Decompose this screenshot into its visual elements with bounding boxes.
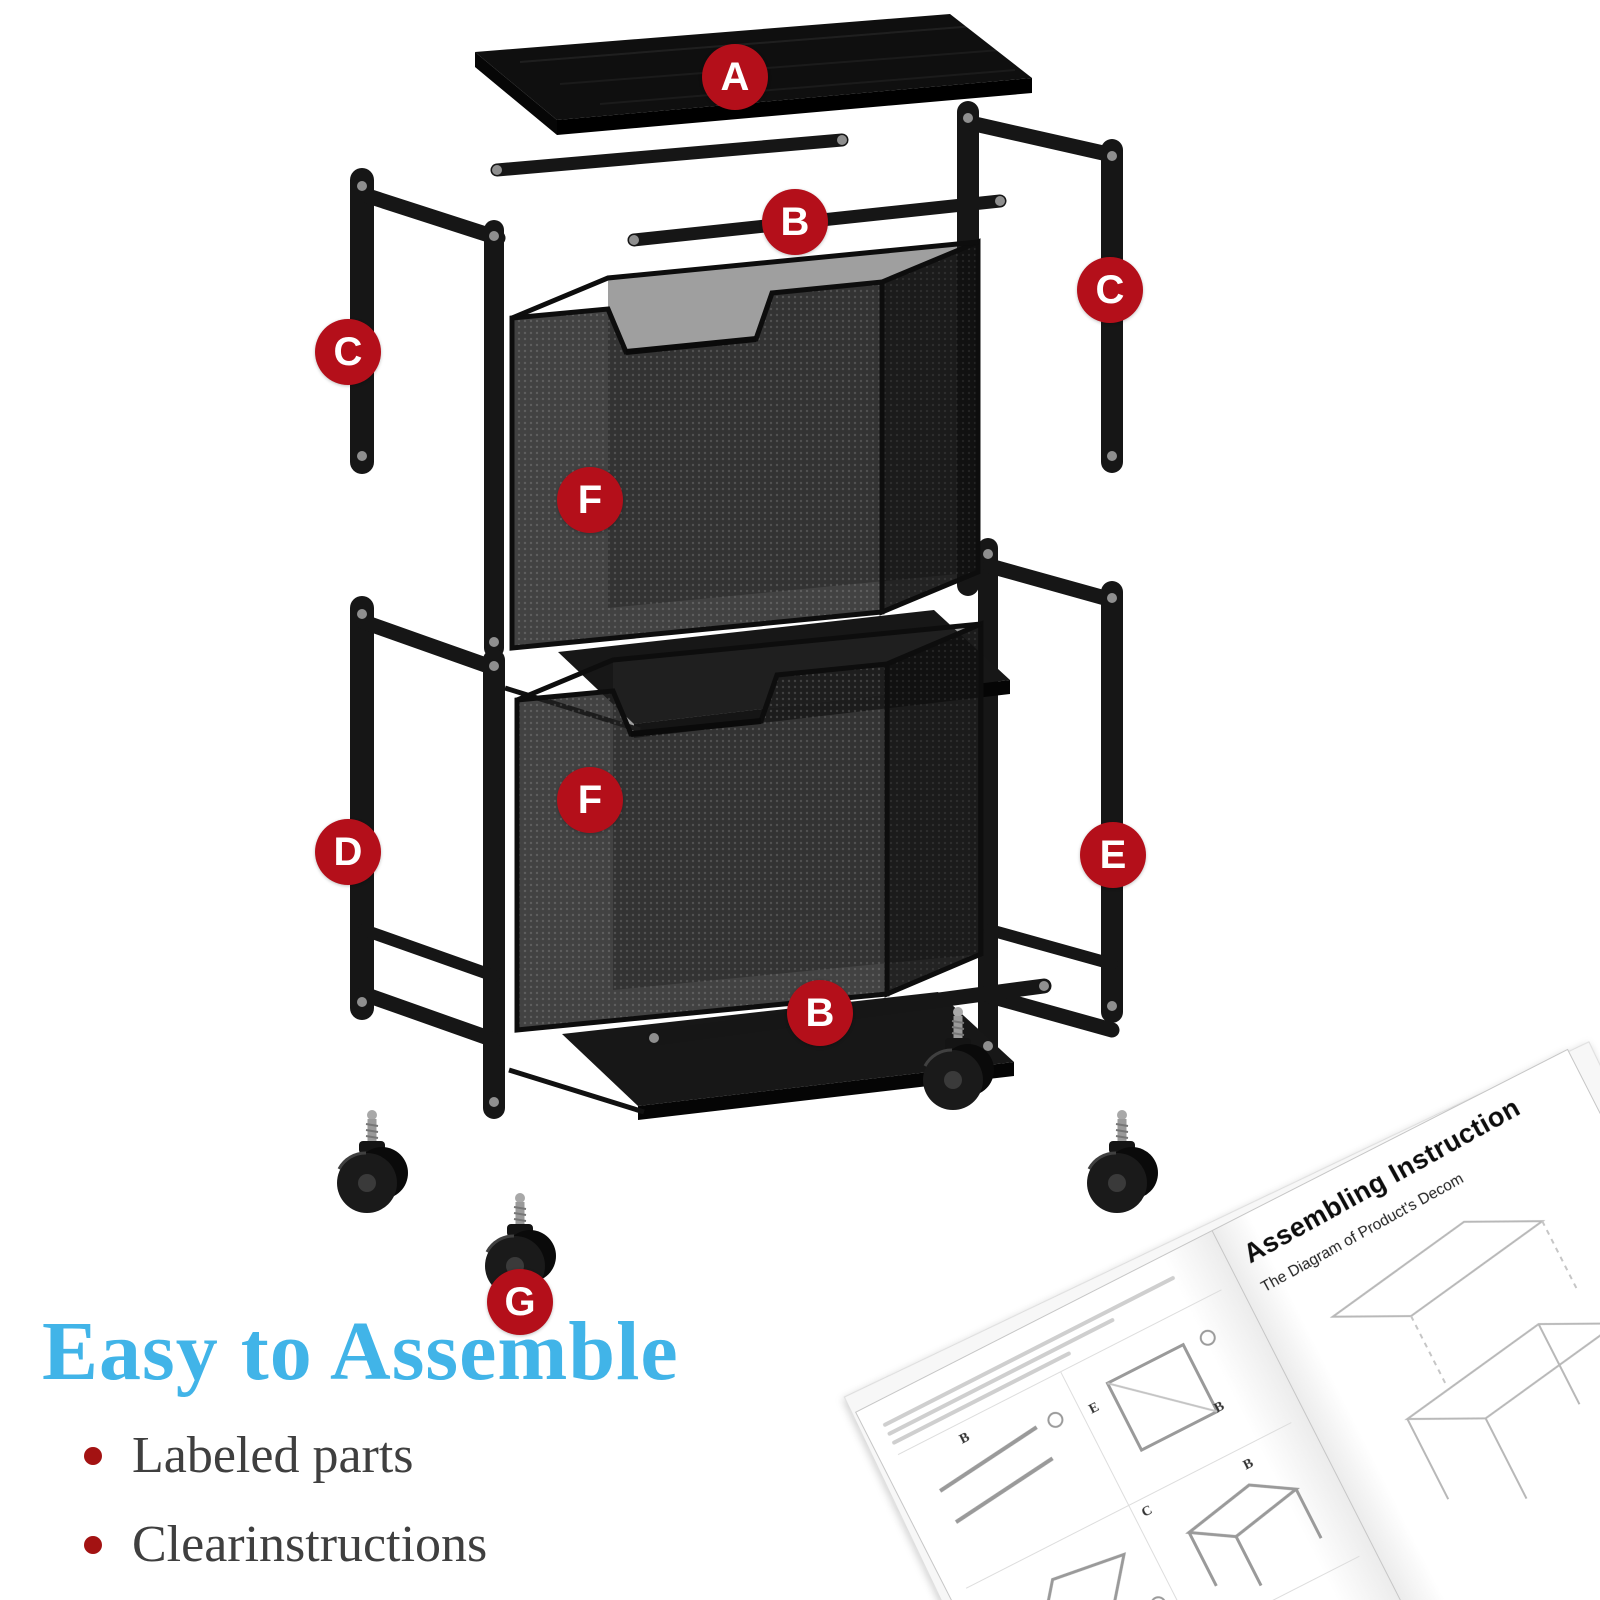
bullet-item: Clearinstructions (42, 1515, 679, 1574)
frame-part-c-right (957, 101, 1123, 596)
headline: Easy to Assemble (42, 1305, 679, 1398)
part-label-f-bottom: F (557, 767, 623, 833)
part-label-d: D (315, 819, 381, 885)
manual-steps: B E B D (897, 1289, 1360, 1600)
bullet-dot (84, 1535, 102, 1554)
part-label-e: E (1080, 822, 1146, 888)
screw-fittings (357, 113, 1117, 1107)
crossbar-b-upper (490, 133, 849, 177)
shelf-panel-bottom (508, 992, 1014, 1120)
caster-wheel-3 (1087, 1110, 1158, 1213)
manual-right-page: Assembling Instruction The Diagram of Pr… (1211, 1048, 1600, 1600)
frame-part-d (350, 596, 505, 1119)
frame-part-c-left (350, 168, 506, 658)
manual-left-page: B E B D (855, 1230, 1502, 1600)
caption-block: Easy to Assemble Labeled parts Clearinst… (42, 1305, 679, 1574)
bullet-item: Labeled parts (42, 1426, 679, 1485)
instruction-manual: B E B D (855, 1048, 1600, 1600)
bullet-dot (84, 1446, 102, 1465)
bullet-text: Clearinstructions (132, 1516, 488, 1574)
part-label-a: A (702, 44, 768, 110)
mesh-basket-f-bottom (514, 620, 984, 1033)
part-label-f-top: F (557, 467, 623, 533)
manual-step-diagram: C B (1129, 1422, 1360, 1600)
manual-step-diagram: B (898, 1371, 1130, 1589)
manual-exploded-sketch (1329, 1220, 1600, 1500)
manual-step-diagram: E B (1061, 1289, 1292, 1506)
part-label-c-right: C (1077, 257, 1143, 323)
manual-step-diagram: D (966, 1505, 1198, 1600)
caster-wheel-1 (337, 1110, 408, 1213)
part-label-g: G (487, 1269, 553, 1335)
part-label-b-top: B (762, 189, 828, 255)
part-label-b-bottom: B (787, 980, 853, 1046)
frame-part-e (978, 538, 1123, 1062)
mesh-basket-f-top (509, 238, 981, 651)
bullet-text: Labeled parts (132, 1427, 414, 1485)
part-label-c-left: C (315, 319, 381, 385)
